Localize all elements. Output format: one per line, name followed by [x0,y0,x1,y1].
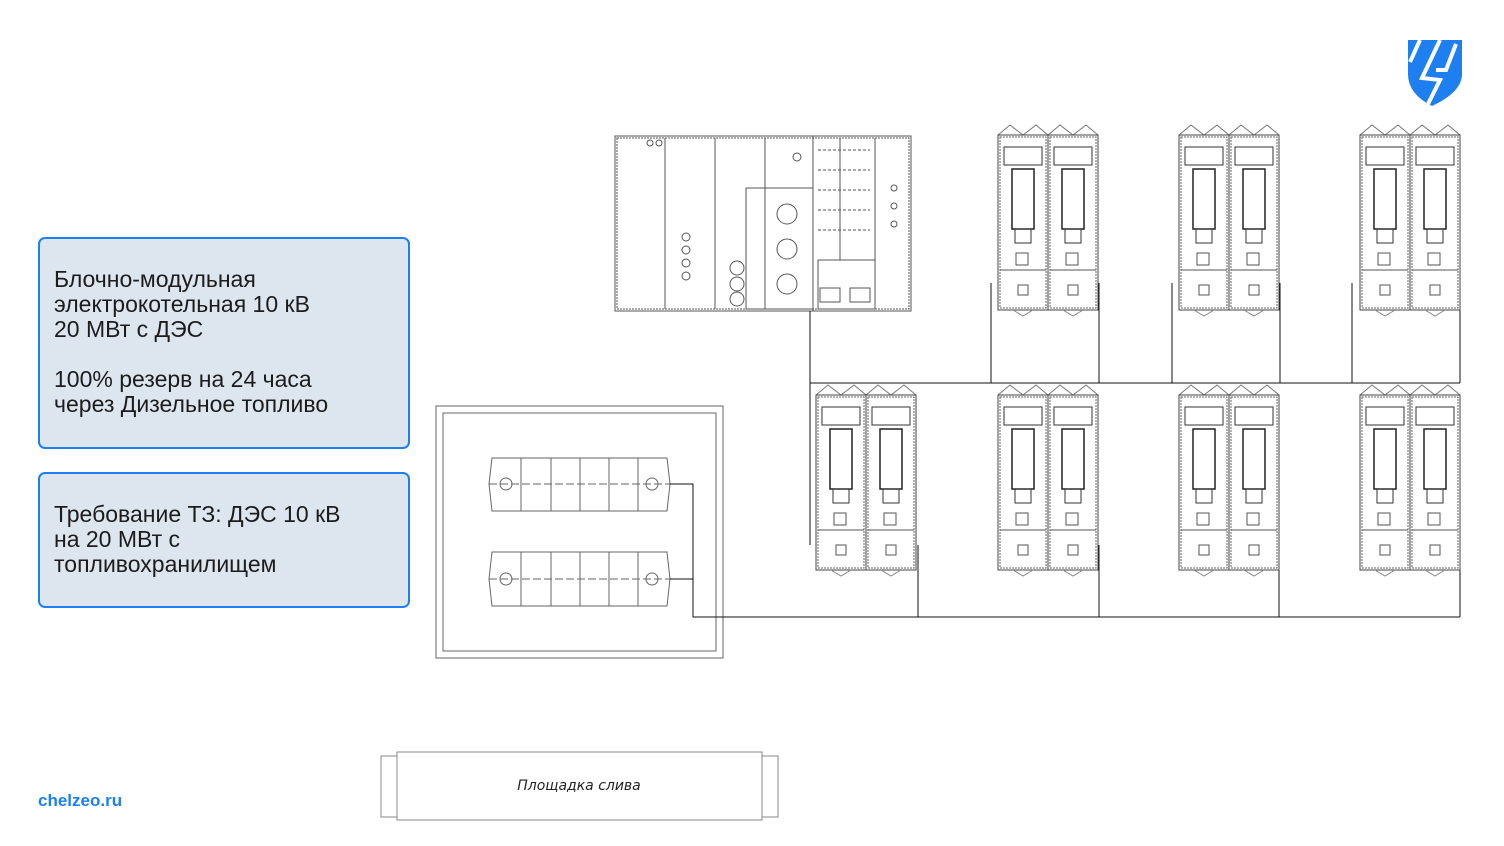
fuel-storage-area [435,405,724,659]
generator-block-2 [1178,124,1280,317]
boiler-house-block [614,135,912,312]
generator-block-3 [1359,124,1461,317]
generator-block-5 [997,384,1099,577]
generator-block-6 [1178,384,1280,577]
connection-lines [670,283,1461,618]
logo-icon [1408,39,1462,106]
drain-area: Площадка слива [380,751,779,821]
website-link[interactable]: chelzeo.ru [38,791,123,810]
generator-block-1 [997,124,1099,317]
generator-block-7 [1359,384,1461,577]
fuel-tank-1 [488,457,671,512]
fuel-tank-2 [488,551,671,607]
generator-block-4 [815,384,917,577]
drain-area-label: Площадка слива [517,778,641,794]
